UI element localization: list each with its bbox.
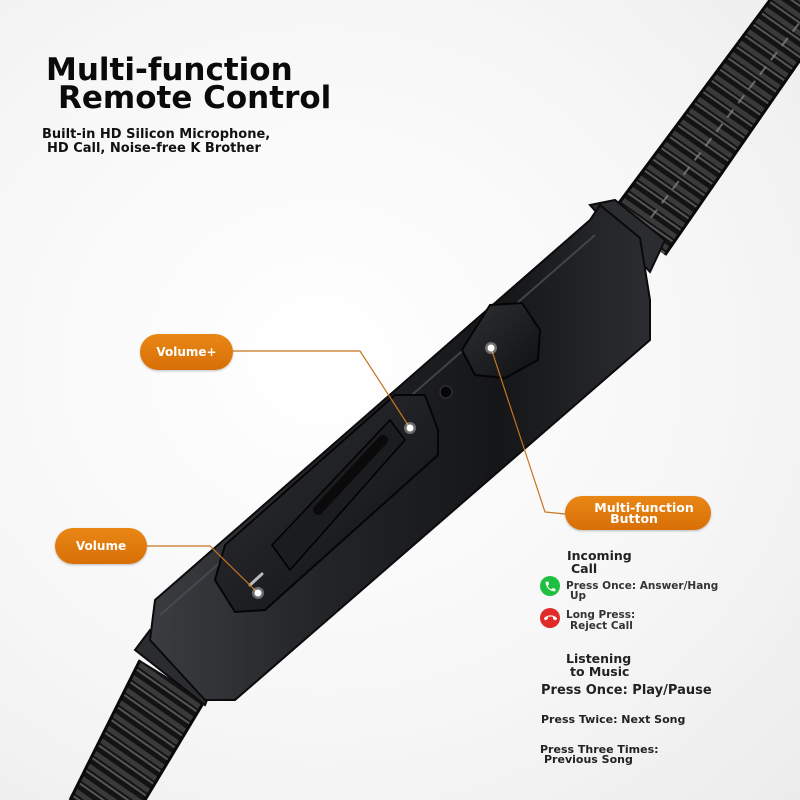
microphone-hole-icon <box>439 385 453 399</box>
answer-instruction-2: Up <box>570 590 587 602</box>
title-line-2: Remote Control <box>58 80 332 116</box>
answer-instruction-1: Press Once: Answer/Hang <box>566 580 719 592</box>
incoming-call-heading-1: Incoming <box>567 548 632 563</box>
multifunction-callout: Multi-function Button <box>565 496 711 530</box>
multifunction-callout-line-2: Button <box>610 511 658 526</box>
multifunction-callout-line-1: Multi-function <box>594 500 694 515</box>
callout-leaders <box>147 347 566 594</box>
music-press-thrice-1: Press Three Times: <box>540 743 659 756</box>
music-heading-2: to Music <box>570 664 630 679</box>
multifunction-button[interactable] <box>460 301 542 380</box>
music-press-twice: Press Twice: Next Song <box>541 713 686 726</box>
music-press-once: Press Once: Play/Pause <box>541 683 712 698</box>
phone-answer-icon <box>540 576 560 596</box>
reject-instruction-2: Reject Call <box>570 620 633 632</box>
incoming-call-heading-2: Call <box>571 561 598 576</box>
subtitle-line-2: HD Call, Noise-free K Brother <box>47 141 261 156</box>
title-line-1: Multi-function <box>46 52 293 88</box>
phone-reject-icon <box>540 608 560 628</box>
subtitle-line-1: Built-in HD Silicon Microphone, <box>42 127 271 142</box>
lower-cable <box>68 659 207 800</box>
volume-plus-callout: Volume+ <box>140 334 233 370</box>
music-press-thrice-2: Previous Song <box>544 753 633 766</box>
music-heading-1: Listening <box>566 651 632 666</box>
button-markers <box>252 342 497 599</box>
volume-rocker[interactable] <box>213 394 439 614</box>
upper-cable <box>608 0 800 256</box>
reject-instruction-1: Long Press: <box>566 609 636 621</box>
volume-minus-callout: Volume <box>55 528 147 564</box>
